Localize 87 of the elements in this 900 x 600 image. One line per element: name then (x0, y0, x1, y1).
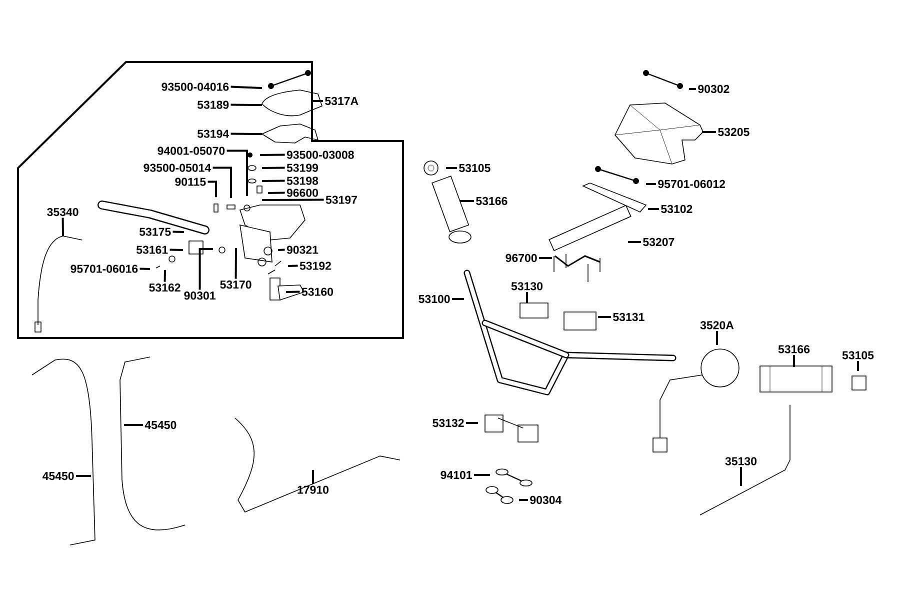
leader-line (598, 316, 611, 318)
leader-line (226, 150, 248, 196)
callout-number: 53192 (300, 262, 331, 270)
leader-line (260, 154, 285, 156)
callout-number: 90321 (286, 246, 318, 254)
leader-line (646, 183, 656, 185)
leader-line (526, 292, 528, 303)
callout-number: 53105 (459, 164, 490, 172)
leader-line (474, 474, 490, 476)
callout-number: 53170 (220, 280, 252, 289)
callout-number: 45450 (42, 472, 74, 480)
callout-number: 53131 (613, 312, 644, 322)
callout-number: 90301 (184, 292, 216, 300)
callout-number: 90304 (530, 496, 562, 504)
leader-line (519, 499, 528, 501)
callout-number: 53197 (326, 196, 357, 204)
callout-number: 93500-03008 (286, 150, 354, 159)
leader-line (452, 298, 464, 300)
callout-number: 90302 (698, 84, 730, 94)
callout-number: 93500-05014 (144, 164, 212, 172)
leader-line (76, 475, 91, 477)
callout-number: 95701-06012 (658, 180, 725, 188)
callout-number: 53175 (139, 228, 171, 236)
leader-line (262, 180, 285, 182)
callout-number: 53205 (718, 128, 750, 136)
callout-number: 53166 (778, 345, 810, 354)
callout-number: 53199 (286, 164, 318, 172)
callout-number: 90115 (175, 178, 206, 186)
leader-line (460, 200, 474, 202)
callout-number: 96600 (286, 188, 318, 197)
leader-line (288, 264, 298, 267)
leader-line (446, 167, 457, 169)
callout-number: 35130 (725, 457, 757, 466)
callout-number: 53162 (149, 284, 180, 292)
callout-number: 96700 (506, 254, 537, 262)
callout-number: 3520A (700, 321, 734, 330)
leader-line (278, 248, 285, 251)
leader-line (466, 422, 478, 424)
callout-number: 94101 (440, 470, 472, 480)
leader-line (140, 268, 150, 270)
callout-number: 53105 (842, 351, 874, 360)
leader-line (230, 104, 262, 106)
callout-number: 94001-05070 (158, 146, 225, 155)
leader-line (198, 248, 213, 290)
leader-line (230, 132, 262, 135)
leader-line (716, 331, 718, 345)
leader-line (648, 208, 659, 210)
leader-line (312, 470, 314, 484)
callout-number: 53198 (286, 176, 318, 185)
callout-number: 53160 (302, 288, 333, 296)
callout-number: 45450 (144, 420, 176, 430)
callout-number: 53132 (432, 418, 464, 428)
leader-line (702, 131, 716, 133)
leader-line (262, 166, 285, 169)
leader-line (170, 248, 184, 251)
leader-line (740, 467, 742, 486)
callout-number: 53161 (136, 246, 168, 254)
callout-number: 53102 (661, 204, 692, 214)
callout-number: 95701-06016 (70, 264, 138, 273)
leader-line (857, 361, 859, 371)
leader-line (212, 166, 232, 198)
assembly-frame (17, 61, 404, 339)
leader-line (230, 86, 262, 89)
leader-line (208, 180, 217, 197)
leader-line (268, 192, 285, 194)
callout-number: 17910 (298, 486, 329, 494)
callout-number: 93500-04016 (162, 82, 229, 91)
callout-number: 53130 (511, 282, 543, 290)
callout-number: 53100 (418, 294, 450, 304)
leader-line (262, 198, 324, 201)
leader-line (172, 230, 184, 233)
callout-number: 5317A (325, 96, 358, 106)
leader-line (689, 88, 696, 90)
leader-line (124, 424, 143, 426)
leader-line (62, 218, 64, 236)
callout-number: 53207 (643, 238, 674, 246)
leader-line (628, 241, 641, 243)
leader-line (539, 257, 552, 259)
callout-number: 53189 (197, 100, 229, 109)
leader-line (234, 248, 237, 279)
callout-number: 53194 (197, 130, 230, 138)
leader-line (793, 355, 795, 367)
callout-number: 53166 (476, 196, 508, 206)
leader-line (312, 100, 323, 102)
leader-line (286, 290, 300, 293)
leader-line (164, 270, 166, 282)
callout-number: 35340 (47, 208, 78, 216)
